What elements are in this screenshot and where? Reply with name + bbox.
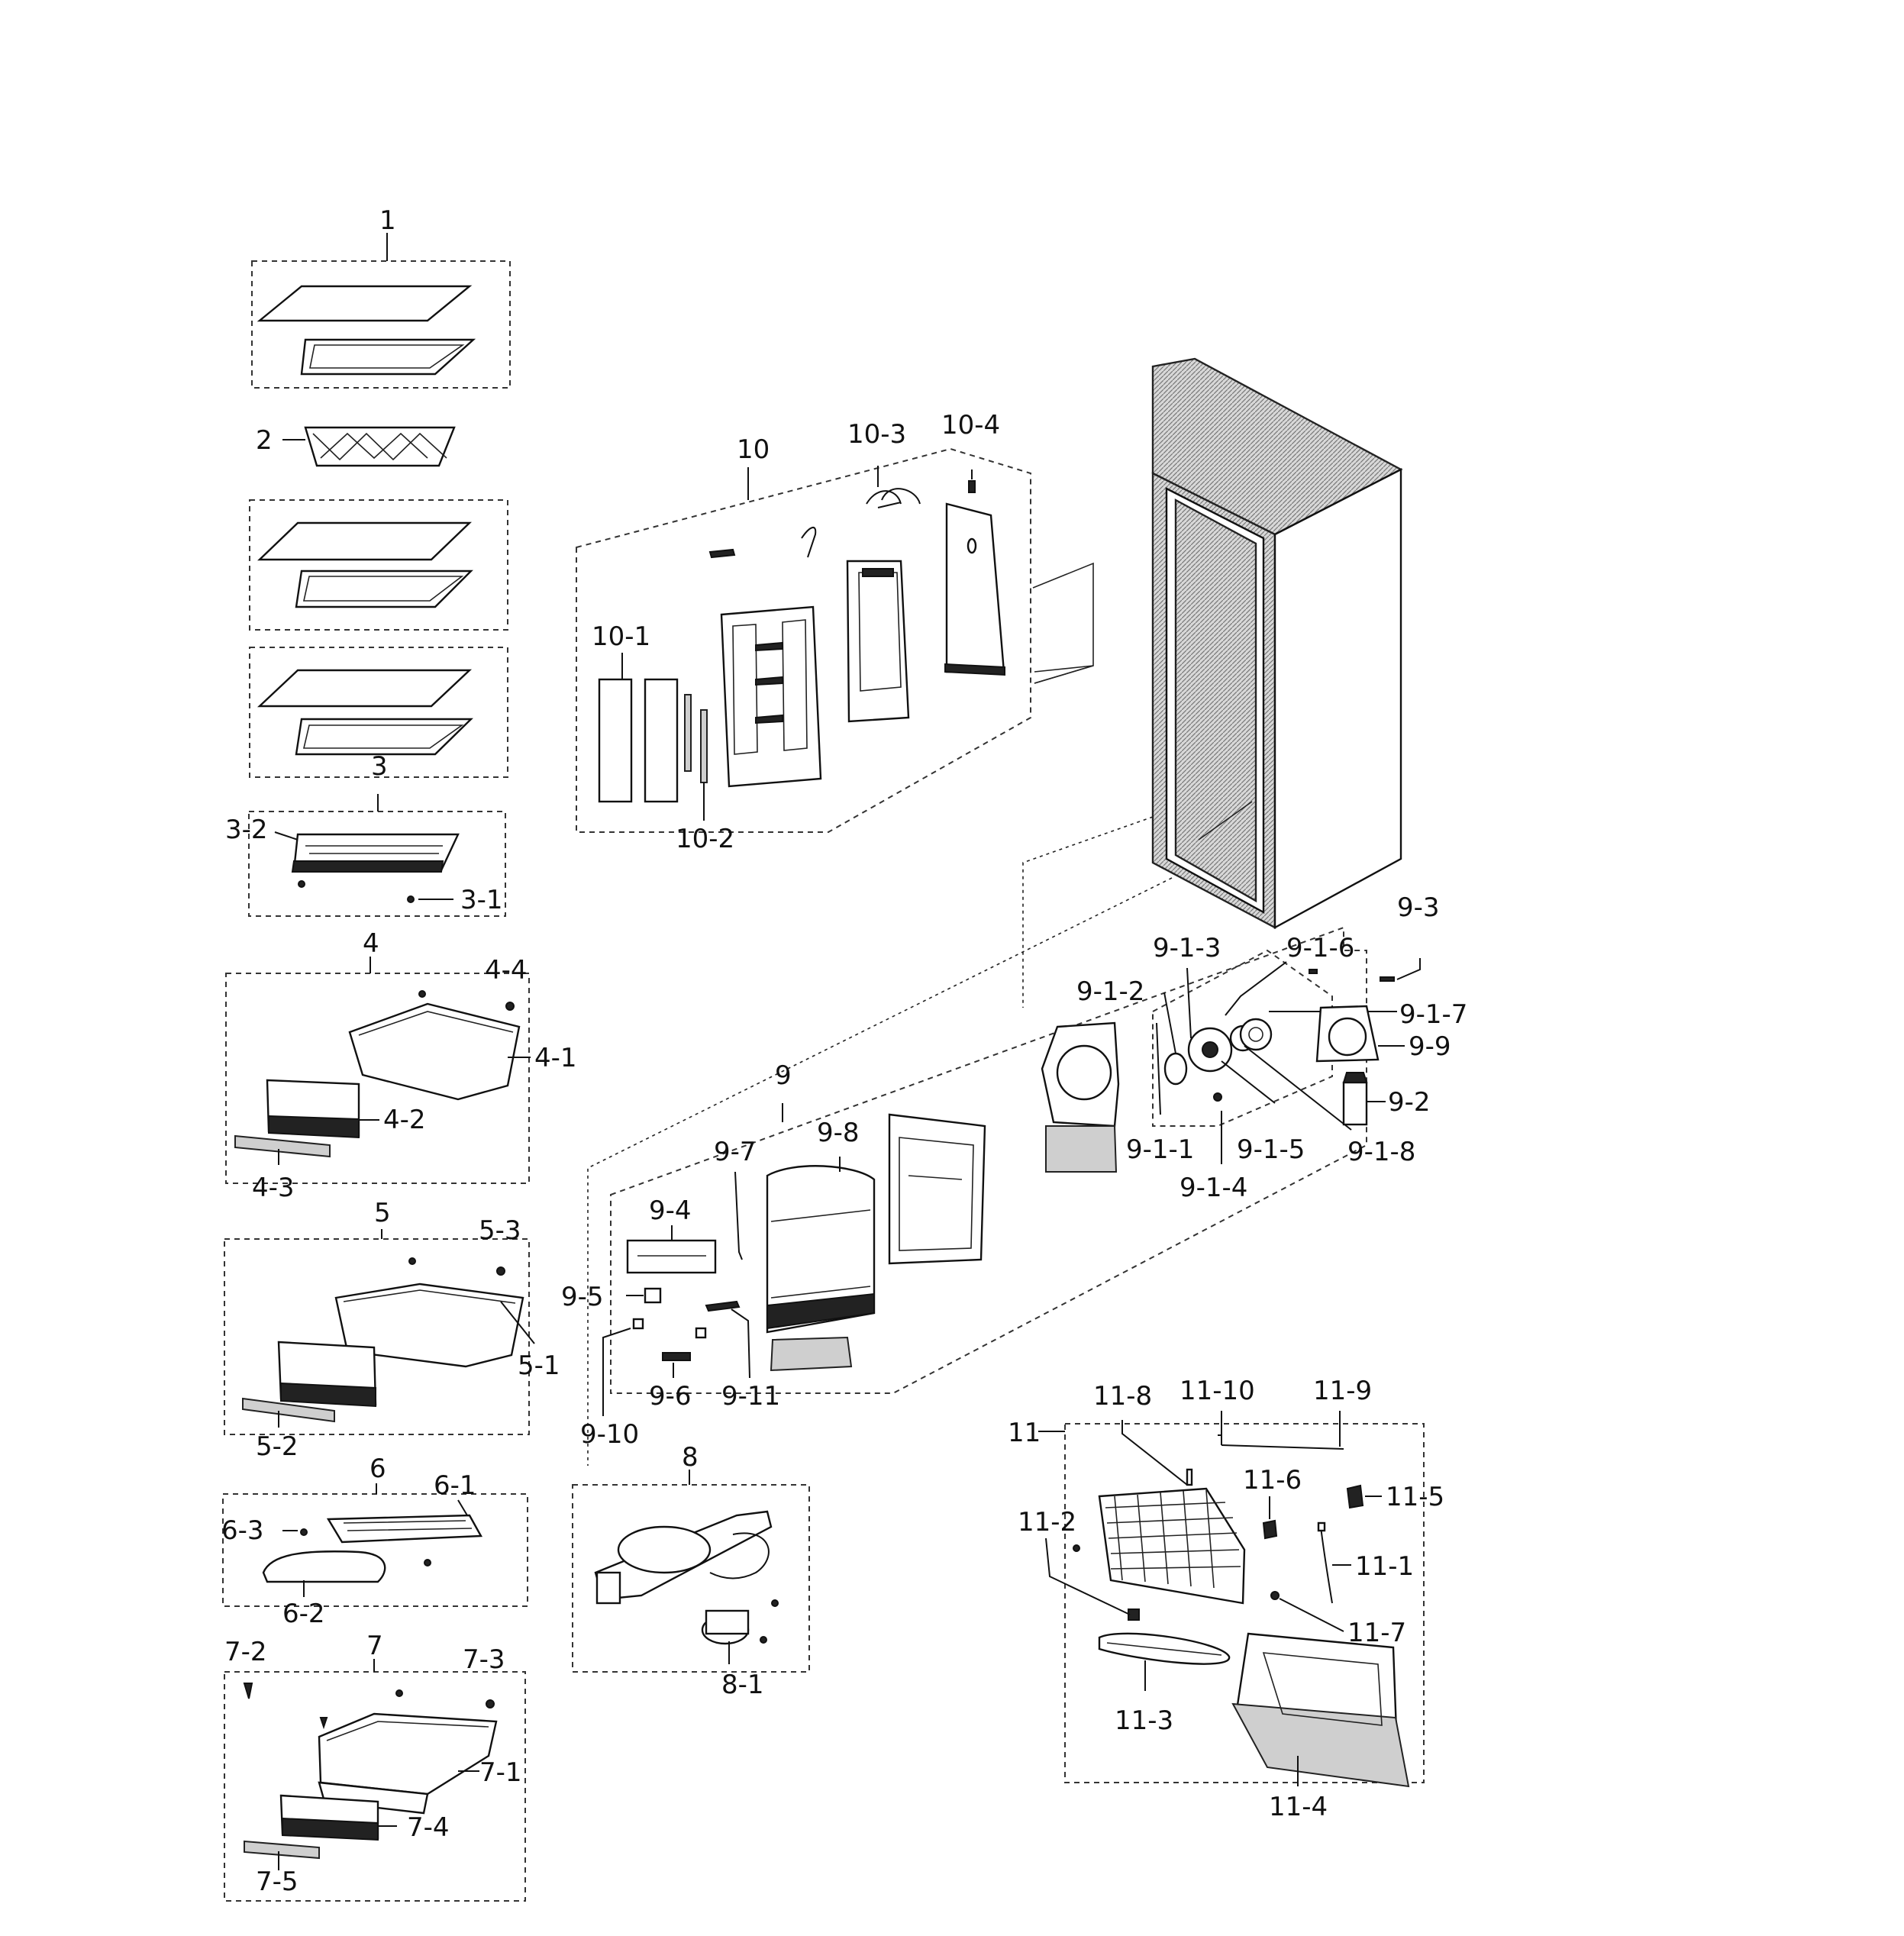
label-3-2: 3-2 [225,815,268,845]
label-3-1: 3-1 [460,885,503,915]
label-11-10: 11-10 [1180,1376,1255,1406]
label-9-1-1: 9-1-1 [1126,1134,1194,1165]
label-9-6: 9-6 [649,1381,692,1412]
label-11-1: 11-1 [1355,1551,1414,1582]
label-7: 7 [366,1631,383,1661]
label-4: 4 [363,928,379,959]
label-9-1-5: 9-1-5 [1237,1134,1305,1165]
label-10-1: 10-1 [592,621,650,652]
label-10-2: 10-2 [676,824,734,854]
label-6-3: 6-3 [221,1515,264,1546]
label-4-3: 4-3 [252,1173,295,1203]
label-9-1-3: 9-1-3 [1153,933,1221,963]
label-10-3: 10-3 [847,419,906,450]
cabinet [587,357,1403,1466]
group-10-evaporator-cover [576,447,1094,833]
label-9-1-7: 9-1-7 [1399,999,1467,1030]
label-6-2: 6-2 [282,1599,325,1629]
label-11-5: 11-5 [1386,1482,1444,1512]
label-7-1: 7-1 [479,1757,522,1788]
label-11-4: 11-4 [1269,1792,1328,1822]
label-1: 1 [379,205,396,236]
glass-shelf-box-a [249,499,508,631]
label-9-1-8: 9-1-8 [1347,1137,1415,1167]
label-4-1: 4-1 [534,1043,577,1073]
label-9-3: 9-3 [1397,892,1440,923]
label-7-4: 7-4 [407,1812,450,1843]
label-10: 10 [737,434,770,465]
label-9-1-2: 9-1-2 [1076,976,1144,1007]
label-6-1: 6-1 [434,1470,476,1501]
label-11-7: 11-7 [1347,1618,1406,1648]
group-7-drawer [224,1659,526,1902]
label-4-4: 4-4 [485,955,528,986]
label-9-10: 9-10 [580,1419,639,1450]
label-11-8: 11-8 [1093,1381,1152,1412]
label-5-2: 5-2 [256,1431,299,1462]
label-9-5: 9-5 [561,1282,604,1312]
label-11: 11 [1008,1418,1041,1448]
group-8-water-tank [572,1470,810,1673]
label-7-5: 7-5 [256,1867,299,1897]
label-9-11: 9-11 [721,1381,780,1412]
label-8: 8 [682,1442,699,1473]
group-6-crisper-cover [222,1483,528,1607]
group-3-shelf-frame [248,794,506,917]
label-11-6: 11-6 [1243,1465,1302,1496]
label-9-2: 9-2 [1388,1087,1431,1118]
label-9-7: 9-7 [714,1137,757,1167]
label-9-4: 9-4 [649,1195,692,1226]
group-2-wire-rack [282,426,456,467]
label-8-1: 8-1 [721,1670,764,1700]
label-9: 9 [775,1060,792,1091]
label-7-2: 7-2 [224,1637,267,1667]
group-1-glass-shelf [251,233,511,389]
label-6: 6 [370,1454,386,1484]
label-9-9: 9-9 [1409,1031,1451,1062]
glass-shelf-box-b [249,647,508,778]
label-11-9: 11-9 [1313,1376,1372,1406]
label-2: 2 [256,425,273,456]
label-3: 3 [371,751,388,782]
label-11-2: 11-2 [1018,1507,1076,1538]
group-5-drawer [224,1229,535,1435]
group-11-evaporator-assembly [1038,1411,1425,1788]
label-9-8: 9-8 [817,1118,860,1148]
label-11-3: 11-3 [1115,1705,1173,1736]
label-5-1: 5-1 [518,1350,560,1381]
label-5-3: 5-3 [479,1215,521,1246]
label-5: 5 [374,1198,391,1228]
group-4-drawer [225,957,531,1184]
group-9-ice-maker-assembly [602,926,1421,1416]
label-4-2: 4-2 [383,1105,426,1135]
label-7-3: 7-3 [463,1644,505,1675]
label-9-1-4: 9-1-4 [1180,1173,1247,1203]
label-10-4: 10-4 [941,410,1000,440]
label-9-1-6: 9-1-6 [1286,933,1354,963]
